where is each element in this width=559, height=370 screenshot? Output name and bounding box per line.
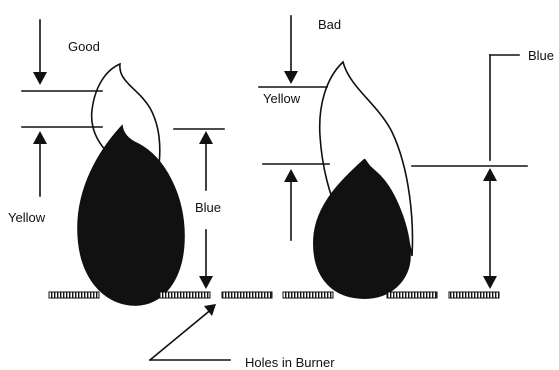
bad-flame	[314, 62, 413, 298]
bad-label: Bad	[318, 18, 341, 31]
blue-label-good: Blue	[195, 201, 221, 214]
yellow-label-good: Yellow	[8, 211, 45, 224]
yellow-label-bad: Yellow	[263, 92, 300, 105]
blue-label-bad: Blue	[528, 49, 554, 62]
good-label: Good	[68, 40, 100, 53]
good-flame	[78, 64, 184, 305]
good-flame-inner	[78, 126, 184, 305]
holes-in-burner-label: Holes in Burner	[245, 356, 335, 369]
